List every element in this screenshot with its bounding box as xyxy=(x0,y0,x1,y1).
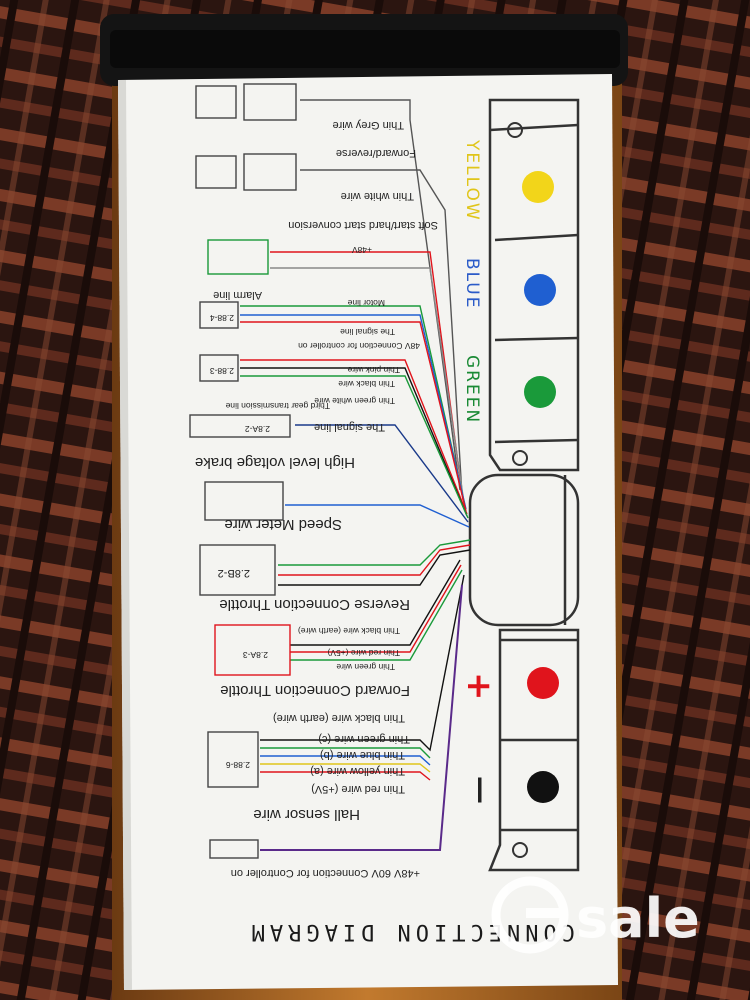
code-reverse: 2.8B-2 xyxy=(218,567,250,579)
label-hall-black-earth: Thin black wire (earth wire) xyxy=(273,712,405,724)
code-forward: 2.8A-3 xyxy=(243,650,268,660)
label-thin-grey-wire: Thin Grey wire xyxy=(332,119,404,131)
label-ft-green: Thin green wire xyxy=(336,662,395,672)
yellow-terminal-dot xyxy=(522,171,554,203)
label-hall-blue-b: Thin blue wire (b) xyxy=(320,749,405,761)
label-hall-red-5v: Thin red wire (+5V) xyxy=(311,783,405,795)
label-48v-connection: 48V Connection for controller on xyxy=(298,341,420,351)
label-signal-line-small: The signal line xyxy=(340,327,395,337)
label-thin-black-wire: Thin black wire xyxy=(338,379,395,389)
watermark-brand: sale xyxy=(576,887,700,950)
plus-sign: + xyxy=(459,672,499,701)
green-label: GREEN xyxy=(462,355,482,424)
code-hall: 2.88-6 xyxy=(226,760,250,770)
green-terminal-dot xyxy=(524,376,556,408)
label-high-level-brake: High level voltage brake xyxy=(195,454,355,471)
minus-sign: — xyxy=(465,776,498,804)
label-forward-throttle: Forward Connection Throttle xyxy=(220,682,410,699)
label-48v: +48V xyxy=(352,245,372,255)
wire-labels: Thin Grey wire Forward/reverse Thin whit… xyxy=(195,119,438,823)
label-soft-hard-start: Soft start/hard start conversion xyxy=(288,219,438,231)
label-signal-line: The signal line xyxy=(314,421,385,433)
label-reverse-throttle: Reverse Connection Throttle xyxy=(219,596,410,613)
label-third-gear: Third gear transmission line xyxy=(225,401,330,411)
label-motor-line: Motor line xyxy=(347,298,385,308)
yellow-label: YELLOW xyxy=(462,139,482,222)
code-pink-black: 2.88-3 xyxy=(210,366,234,376)
gsale-watermark: sale xyxy=(491,876,700,954)
wire-bundle xyxy=(240,99,471,851)
label-hall-green-c: Thin green wire (c) xyxy=(318,733,410,745)
code-signal: 2.8A-2 xyxy=(245,424,270,434)
label-thin-white-wire: Thin white wire xyxy=(341,190,414,202)
terminal-strip xyxy=(468,98,580,872)
blue-terminal-dot xyxy=(524,274,556,306)
label-hall-sensor-wire: Hall sensor wire xyxy=(253,806,360,823)
label-thin-green-white-wire: Thin green white wire xyxy=(314,396,395,406)
black-terminal-dot xyxy=(527,771,559,803)
label-forward-reverse: Forward/reverse xyxy=(336,147,416,159)
label-rt-black-earth: Thin black wire (earth wire) xyxy=(298,626,400,636)
blue-label: BLUE xyxy=(462,258,482,309)
code-alarm: 2.88-4 xyxy=(210,313,234,323)
power-note: +48V 60V Connection for Controller on xyxy=(231,867,420,879)
label-hall-yellow-a: Thin yellow wire (a) xyxy=(310,765,405,777)
label-speed-meter-wire: Speed Meter wire xyxy=(224,516,342,533)
label-thin-pink-wire: Thin pink wire xyxy=(347,365,400,375)
label-alarm-line: Alarm line xyxy=(213,289,262,301)
label-ft-red-5v: Thin red wire (+5V) xyxy=(327,648,400,658)
diagram-title: CONNECTION DIAGRAM xyxy=(247,919,575,944)
red-terminal-dot xyxy=(527,667,559,699)
connectors xyxy=(189,83,297,859)
diagram-label xyxy=(118,74,618,990)
